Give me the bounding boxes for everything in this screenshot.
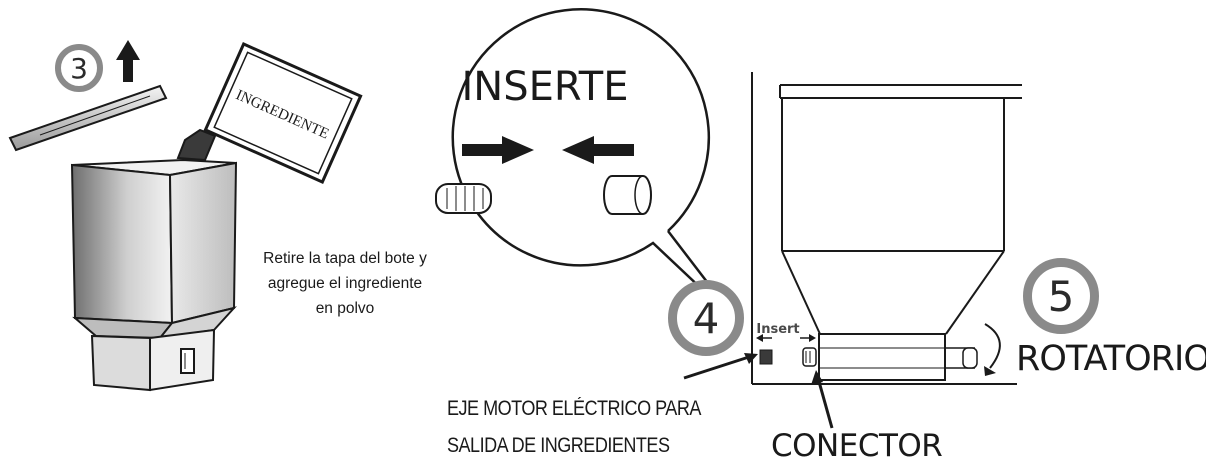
up-arrow-icon: [116, 40, 140, 82]
motor-shaft-callout: EJE MOTOR ELÉCTRICO PARA SALIDA DE INGRE…: [447, 390, 701, 464]
zoom-title: INSERTE: [462, 64, 629, 110]
right-arrow-icon: [462, 136, 534, 164]
zoom-callout: [451, 8, 741, 326]
step-3-number: 3: [70, 51, 88, 85]
callout-line: SALIDA DE INGREDIENTES: [447, 434, 670, 457]
step-3-badge: 3: [55, 44, 103, 92]
connector-end-icon: [603, 175, 652, 215]
step-5-badge: 5: [1023, 258, 1099, 334]
lid-removed: [8, 84, 168, 152]
step-4-badge: 4: [668, 280, 744, 356]
connector-label: CONECTOR: [771, 428, 943, 464]
instruction-line: agregue el ingrediente: [267, 275, 423, 292]
instruction-line: Retire la tapa del bote y: [263, 250, 427, 267]
ingredient-packet: INGREDIENTE: [176, 42, 363, 184]
callout-line: EJE MOTOR ELÉCTRICO PARA: [447, 397, 701, 420]
motor-shaft-pointer: [683, 353, 758, 380]
step-4-number: 4: [692, 293, 720, 343]
rotate-label: ROTATORIO: [1016, 339, 1206, 379]
step-3-instruction: Retire la tapa del bote y agregue el ing…: [230, 246, 460, 321]
insert-label: Insert: [756, 322, 799, 337]
shaft-end-icon: [435, 183, 492, 214]
canister: [70, 158, 238, 392]
machine-side-view: [751, 72, 1022, 385]
connector-pointer: [811, 370, 834, 429]
step-5-number: 5: [1047, 271, 1075, 321]
left-arrow-icon: [562, 136, 634, 164]
instruction-line: en polvo: [315, 300, 375, 317]
